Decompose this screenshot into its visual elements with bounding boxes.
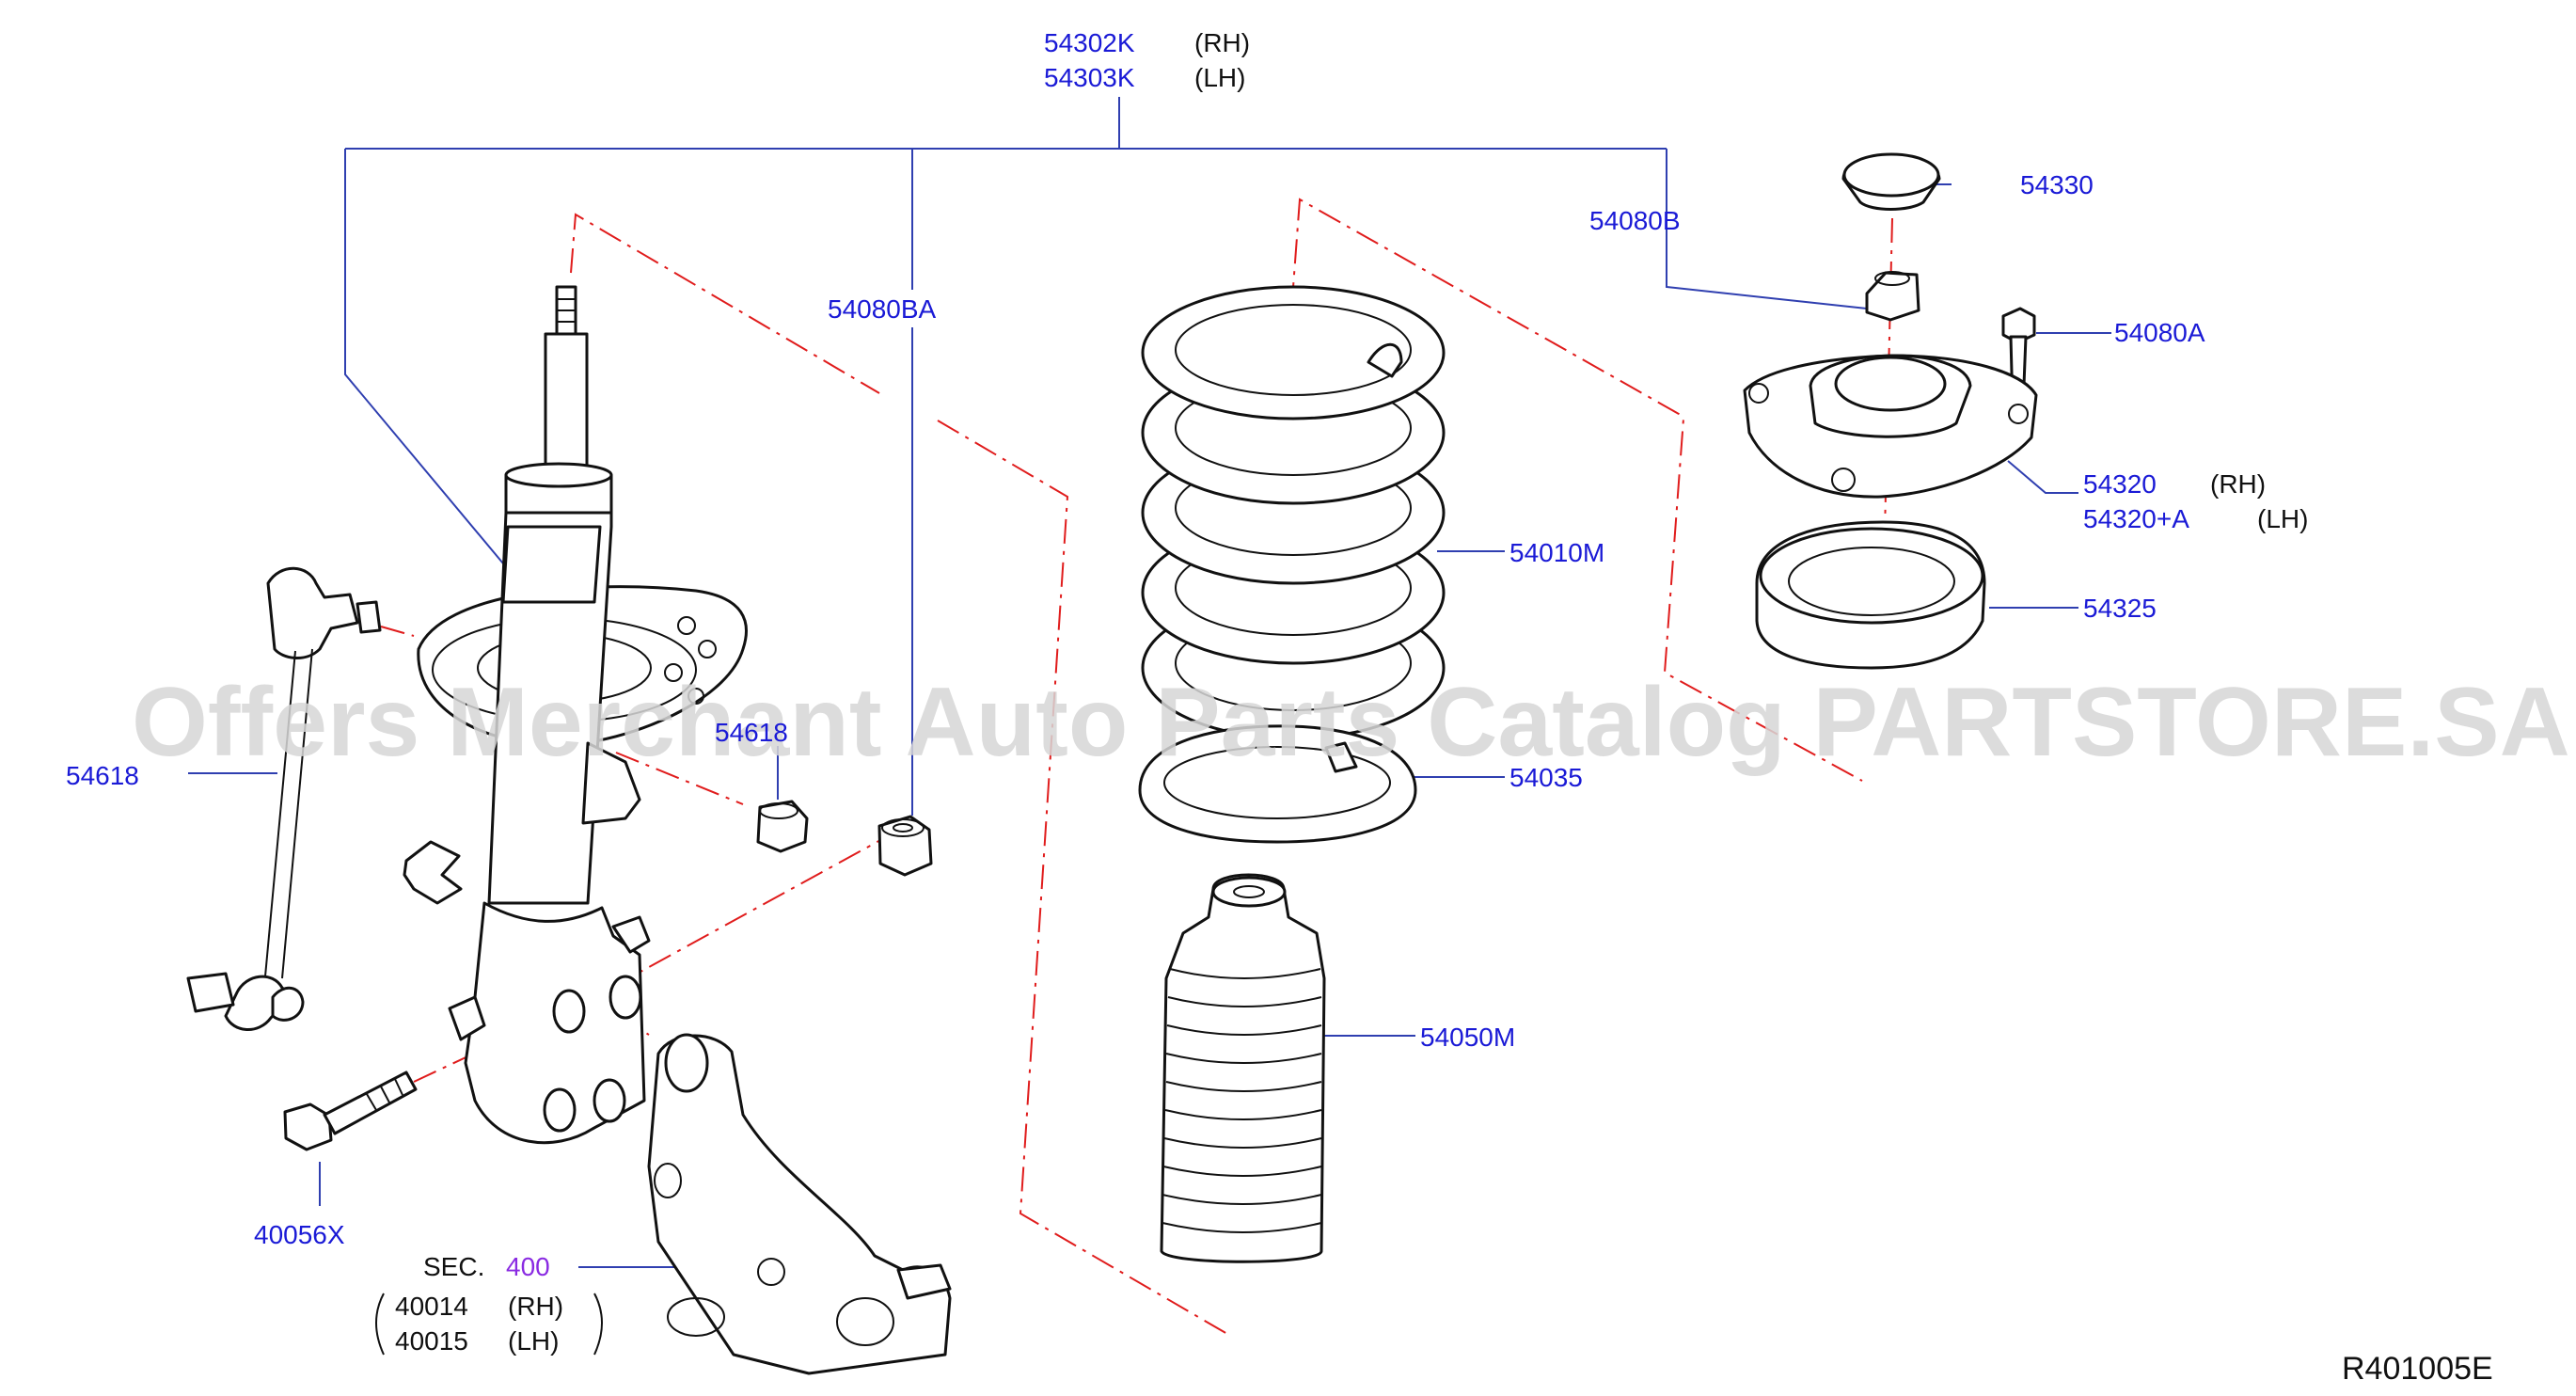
- mount-54320[interactable]: [1743, 354, 2038, 499]
- label-lh-strut: (LH): [1194, 63, 1245, 92]
- spring-seat-54035[interactable]: [1138, 724, 1417, 844]
- label-sec-prefix: SEC.: [423, 1252, 484, 1281]
- watermark: Offers Merchant Auto Parts Catalog PARTS…: [132, 668, 2570, 777]
- label-54330[interactable]: 54330: [2020, 170, 2094, 199]
- label-54010m[interactable]: 54010M: [1509, 538, 1604, 567]
- label-rh-strut: (RH): [1194, 28, 1250, 57]
- label-40056x[interactable]: 40056X: [254, 1220, 345, 1249]
- label-rh-mount: (RH): [2210, 469, 2266, 499]
- cap-54330[interactable]: [1841, 152, 1941, 211]
- nut-54080ba[interactable]: [877, 815, 933, 877]
- label-lh-knuckle: (LH): [508, 1326, 559, 1356]
- label-54320[interactable]: 54320: [2083, 469, 2157, 499]
- steering-knuckle[interactable]: [647, 1033, 952, 1375]
- label-54080a[interactable]: 54080A: [2114, 318, 2205, 347]
- label-54080b[interactable]: 54080B: [1589, 206, 1681, 235]
- label-54302k[interactable]: 54302K: [1044, 28, 1135, 57]
- nut-54080b[interactable]: [1865, 271, 1920, 322]
- stabilizer-link[interactable]: [186, 566, 382, 1031]
- label-54325[interactable]: 54325: [2083, 594, 2157, 623]
- label-sec-400[interactable]: 400: [506, 1252, 550, 1281]
- label-54050m[interactable]: 54050M: [1420, 1023, 1515, 1052]
- bracket-right: [593, 1293, 603, 1356]
- bracket-left: [375, 1293, 385, 1356]
- label-40014: 40014: [395, 1292, 468, 1321]
- bolt-40056x[interactable]: [283, 1071, 418, 1151]
- strut-assembly[interactable]: [403, 285, 748, 1145]
- label-54618-nut[interactable]: 54618: [715, 718, 788, 747]
- nut-partial[interactable]: [756, 800, 809, 853]
- label-54320a[interactable]: 54320+A: [2083, 504, 2189, 533]
- leader-lines: [188, 97, 2111, 1268]
- bump-boot-54050m[interactable]: [1160, 873, 1326, 1263]
- bearing-54325[interactable]: [1755, 520, 1986, 670]
- reference-code: R401005E: [2342, 1351, 2493, 1387]
- label-54303k[interactable]: 54303K: [1044, 63, 1135, 92]
- label-rh-knuckle: (RH): [508, 1292, 563, 1321]
- label-54618[interactable]: 54618: [66, 761, 139, 790]
- label-lh-mount: (LH): [2257, 504, 2308, 533]
- coil-spring[interactable]: [1141, 285, 1446, 740]
- label-40015: 40015: [395, 1326, 468, 1356]
- label-54080ba[interactable]: 54080BA: [828, 294, 937, 324]
- label-54035[interactable]: 54035: [1509, 763, 1583, 792]
